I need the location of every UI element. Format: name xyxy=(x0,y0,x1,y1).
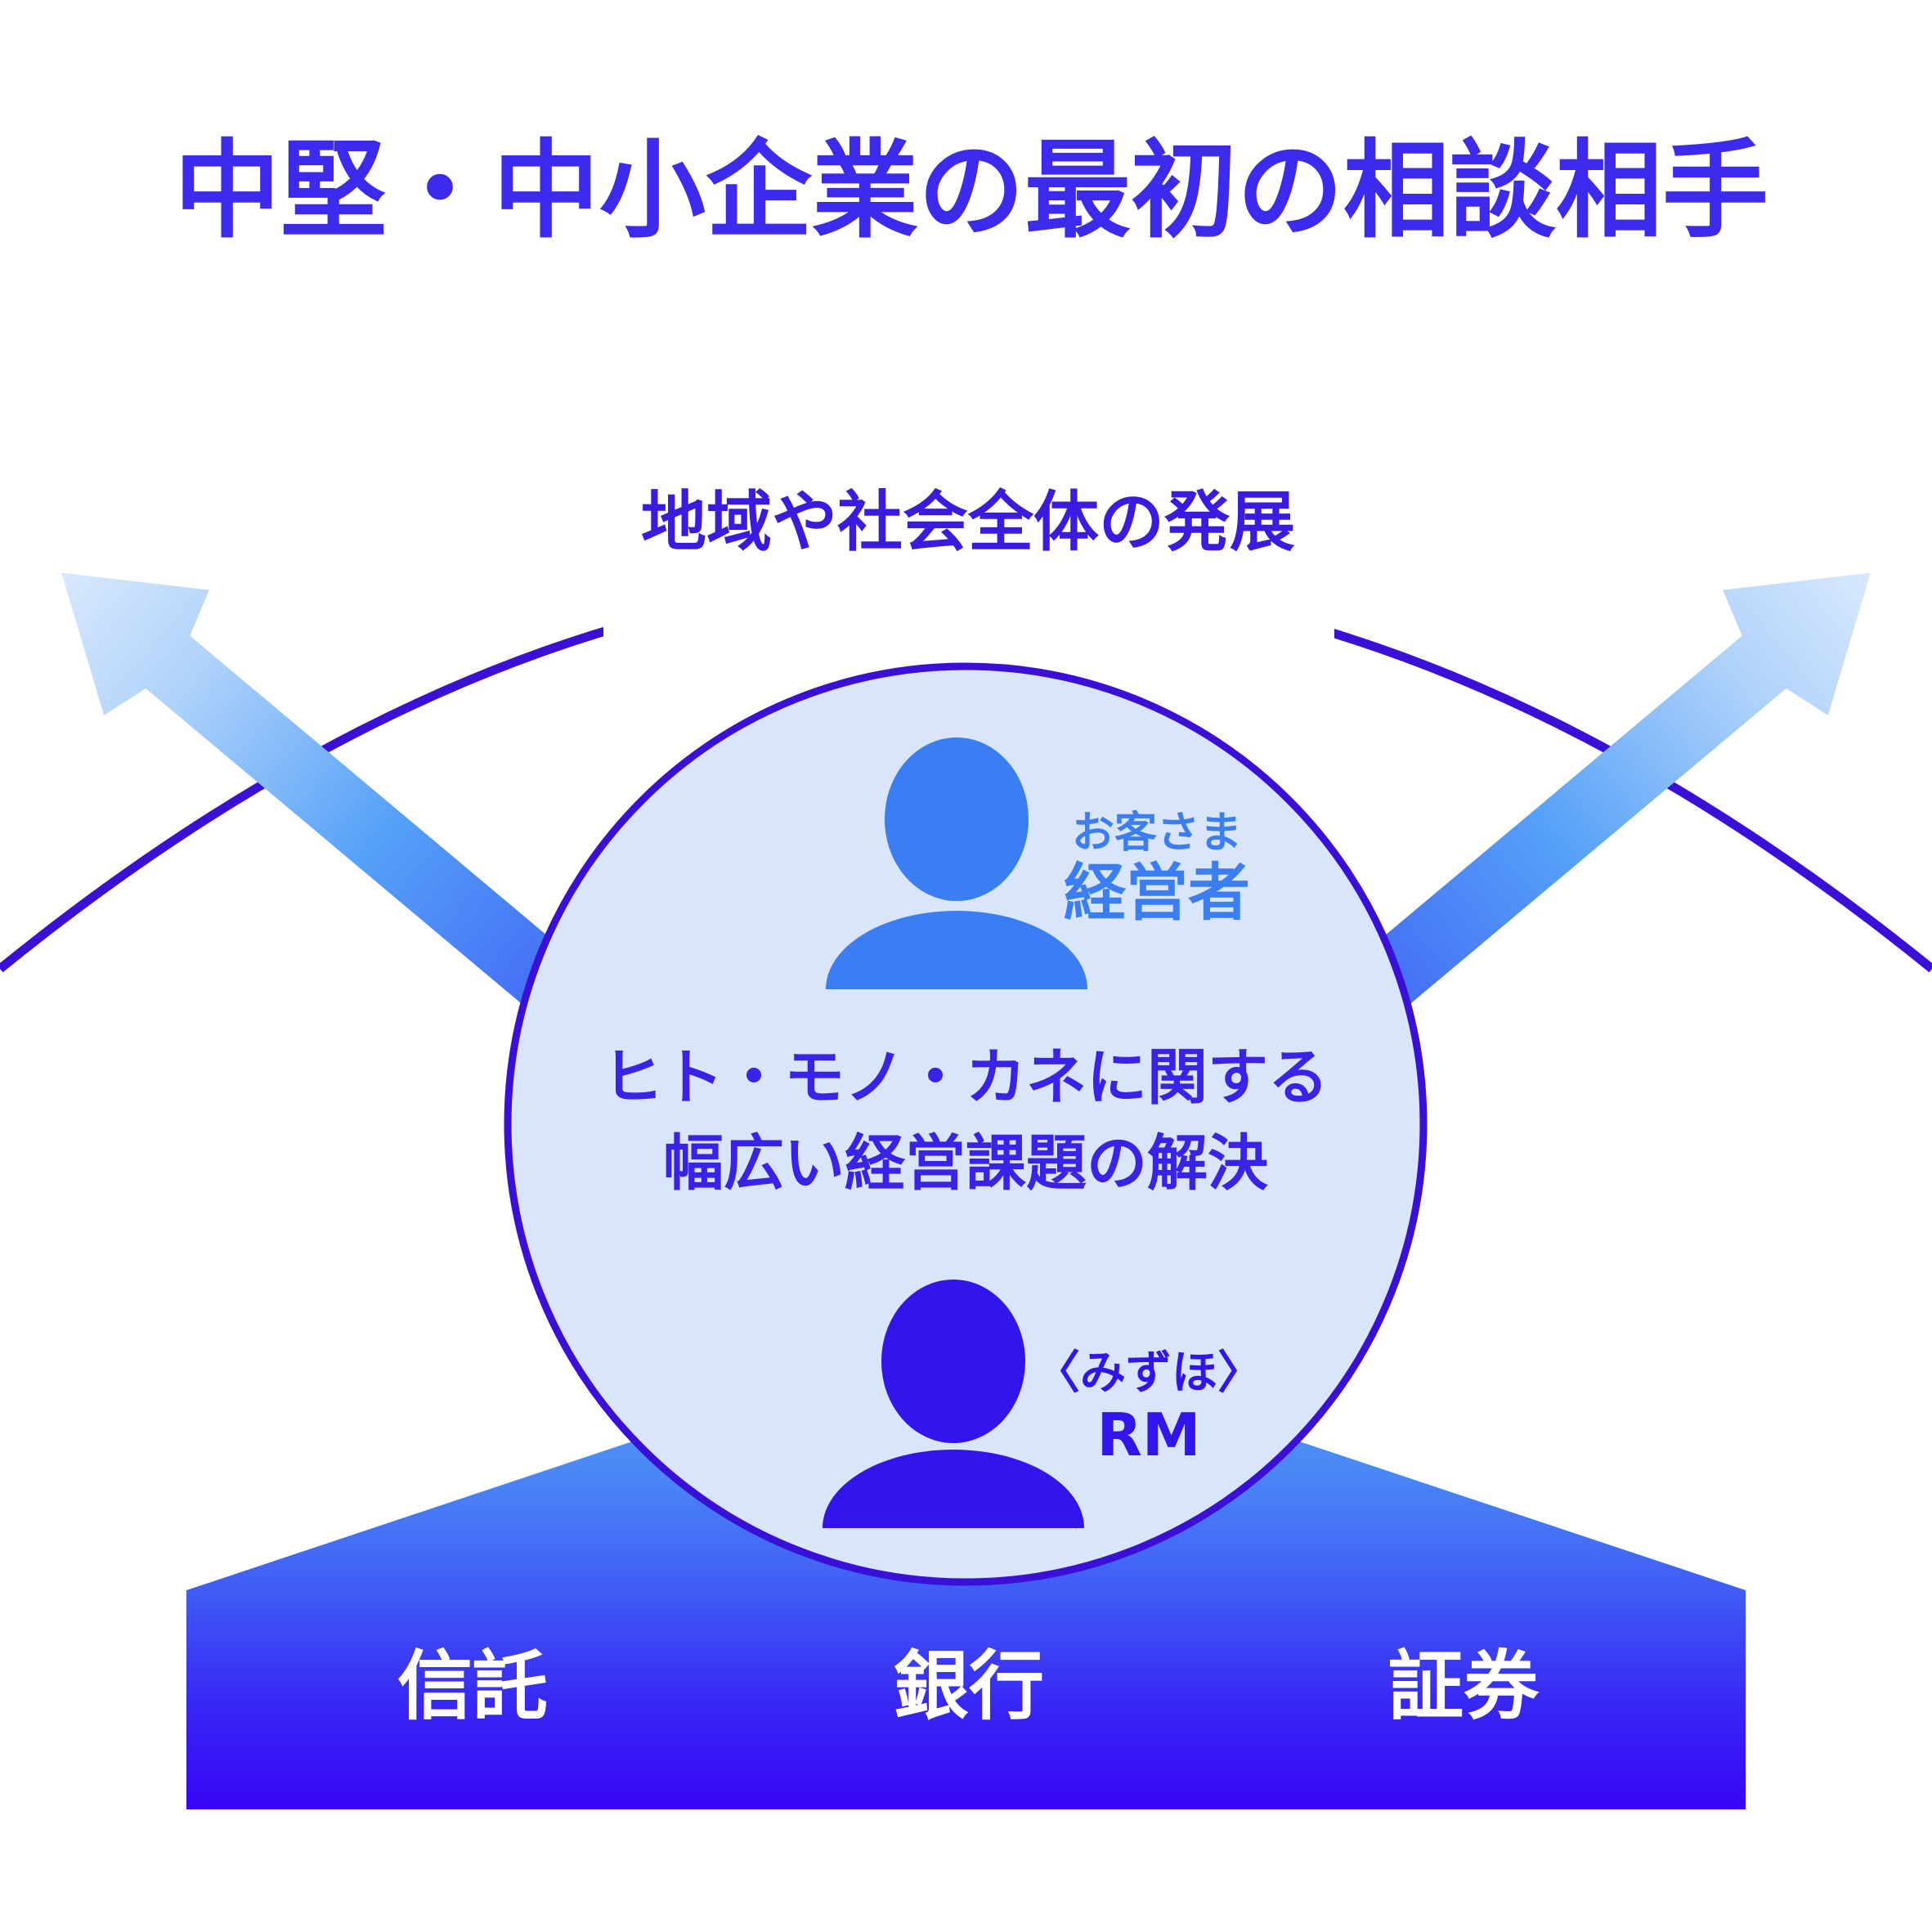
foundation-item-securities: 証券 xyxy=(1388,1643,1540,1730)
customer-person-shoulders xyxy=(826,911,1087,989)
foundation-item-bank: 銀行 xyxy=(894,1643,1044,1730)
customer-label: 経営者 xyxy=(1064,856,1250,929)
customer-person-icon xyxy=(826,737,1087,989)
customer-role-label: お客さま xyxy=(1072,809,1242,858)
arc-label: 地域や社会全体の発展 xyxy=(641,484,1295,560)
relationship-circle xyxy=(504,662,1428,1586)
mizuho-person-shoulders xyxy=(823,1450,1084,1528)
customer-person-head xyxy=(885,737,1029,901)
page-title: 中堅・中小企業の最初の相談相手 xyxy=(174,128,1768,253)
mizuho-brand-label: 〈みずほ〉 xyxy=(1034,1347,1263,1400)
mizuho-person-head xyxy=(881,1280,1025,1443)
center-message-line1: ヒト・モノ・カネに関する xyxy=(603,1042,1329,1113)
center-message-line2: 幅広い経営課題の解決 xyxy=(663,1128,1268,1199)
mizuho-person-icon xyxy=(823,1280,1084,1528)
arc-label-background xyxy=(603,451,1334,648)
mizuho-rm-label: RM xyxy=(1096,1401,1200,1469)
foundation-item-trust: 信託 xyxy=(397,1643,548,1730)
